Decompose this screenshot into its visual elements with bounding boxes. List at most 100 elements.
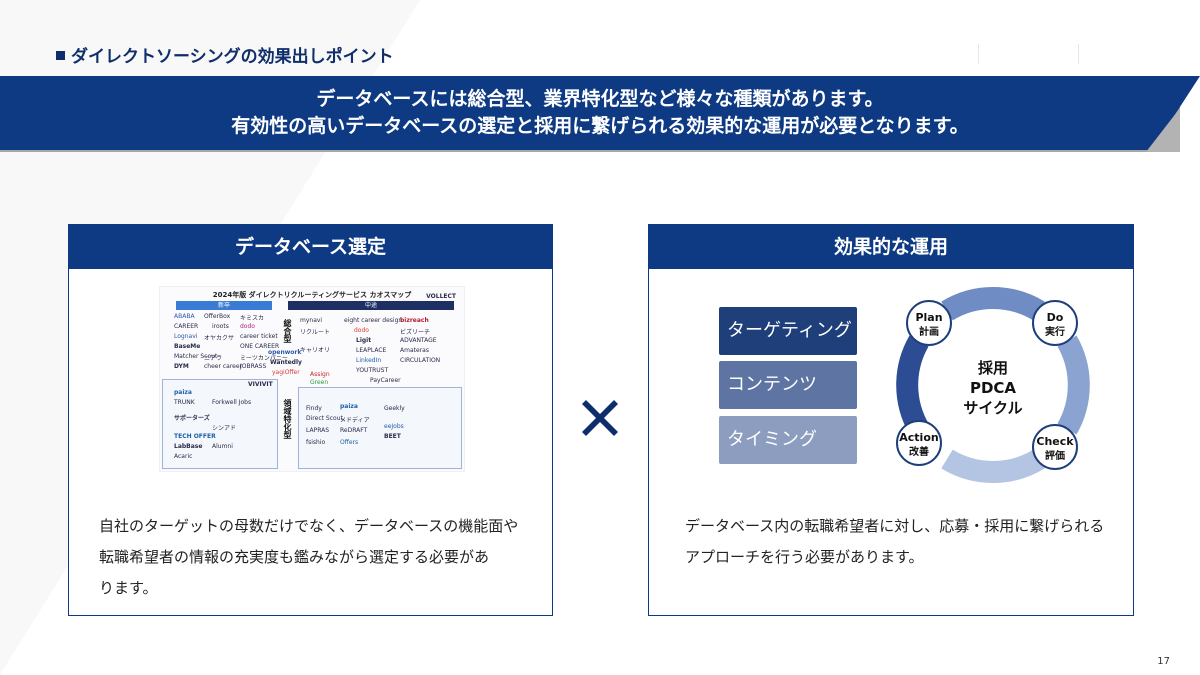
banner-line-1: データベースには総合型、業界特化型など様々な種類があります。: [316, 88, 884, 110]
plan-label-jp: 計画: [919, 325, 939, 338]
logo: Assign: [310, 371, 330, 378]
action-label-en: Action: [899, 431, 938, 444]
do-label-en: Do: [1047, 311, 1064, 324]
logo: Matcher Scout: [174, 353, 218, 360]
card-title: データベース選定: [69, 225, 552, 269]
logo: サポーターズ: [174, 415, 210, 422]
chaos-map-image: 2024年版 ダイレクトリクルーティングサービス カオスマップ VOLLECT …: [159, 286, 465, 472]
card-title: 効果的な運用: [649, 225, 1133, 269]
logo: CAREER: [174, 323, 199, 330]
text-line: アプローチを行う必要があります。: [685, 548, 924, 566]
logo: cheer career: [204, 363, 243, 370]
logo: LEAPLACE: [356, 347, 387, 354]
cycle-center-line-2: PDCA: [970, 379, 1016, 397]
logo: Wantedly: [270, 359, 302, 366]
logo: Findy: [306, 405, 322, 412]
logo: キャリオリ: [300, 347, 331, 354]
industry-zone-new: [162, 379, 278, 469]
logo: eight career design: [344, 317, 403, 324]
logo: LabBase: [174, 443, 203, 450]
logo: paiza: [174, 389, 192, 396]
logo: Green: [310, 379, 329, 386]
database-selection-card: データベース選定 2024年版 ダイレクトリクルーティングサービス カオスマップ…: [68, 224, 553, 616]
logo: シンアド: [212, 425, 237, 432]
banner-line-2: 有効性の高いデータベースの選定と採用に繋げられる効果的な運用が必要となります。: [231, 115, 969, 137]
header-divider: [1078, 44, 1079, 64]
logo: mynavi: [300, 317, 323, 324]
logo: ABABA: [174, 313, 195, 320]
section-title: ダイレクトソーシングの効果出しポイント: [56, 42, 394, 67]
logo: ReDRAFT: [340, 427, 368, 434]
logo: yagiOffer: [272, 369, 300, 376]
banner-corner-accent: [1146, 108, 1180, 152]
logo: dodo: [240, 323, 255, 330]
logo: Direct Scout: [306, 415, 343, 422]
logo: LAPRAS: [306, 427, 330, 434]
logo: openwork: [268, 349, 302, 356]
plan-node: [906, 300, 952, 346]
text-line: 自社のターゲットの母数だけでなく、データベースの機能面や: [99, 517, 519, 535]
logo: Alumni: [212, 443, 233, 450]
logo: キミスカ: [240, 315, 265, 322]
logo: LinkedIn: [356, 357, 382, 364]
logo: YOUTRUST: [356, 367, 389, 374]
text-line: 転職希望者の情報の充実度も鑑みながら選定する必要があ: [99, 548, 490, 566]
plan-label-en: Plan: [915, 311, 942, 324]
square-bullet-icon: [56, 51, 65, 60]
cycle-arc-right: [1057, 335, 1090, 435]
logo: ADVANTAGE: [400, 337, 437, 344]
logo: bizreach: [400, 317, 429, 324]
text-line: データベース内の転職希望者に対し、応募・採用に繋げられる: [685, 517, 1105, 535]
cycle-arc-left: [896, 335, 929, 435]
cycle-arc-bottom: [941, 449, 1045, 483]
pdca-cycle-diagram: Plan 計画 Do 実行 Check 評価 Action 改善 採用 PDCA…: [896, 287, 1090, 483]
logo: VIVIVIT: [248, 381, 273, 388]
pill-timing: タイミング: [719, 416, 857, 464]
text-line: ります。: [99, 579, 158, 597]
logo: eeJobs: [384, 423, 404, 430]
logo: fsishio: [306, 439, 326, 446]
logo: ビズリーチ: [400, 329, 431, 336]
logo: ニアラ: [204, 355, 223, 362]
logo: Amateras: [400, 347, 429, 354]
tag-new-grad: 新卒: [176, 301, 272, 310]
label-general-type: 総合型: [283, 319, 292, 343]
do-label-jp: 実行: [1045, 325, 1065, 338]
logo: ONE CAREER: [240, 343, 280, 350]
multiply-icon: [582, 400, 618, 436]
headline-banner: データベースには総合型、業界特化型など様々な種類があります。 有効性の高いデータ…: [0, 76, 1200, 150]
logo: iroots: [212, 323, 229, 330]
logo: リクルート: [300, 329, 330, 336]
logo: TRUNK: [174, 399, 195, 406]
logo: Ligit: [356, 337, 372, 344]
header-divider: [978, 44, 979, 64]
effective-operation-card: 効果的な運用 ターゲティング コンテンツ タイミング Plan 計画 Do 実行…: [648, 224, 1134, 616]
tag-mid-career: 中途: [288, 301, 454, 310]
pill-contents: コンテンツ: [719, 361, 857, 409]
logo: Forkwell Jobs: [212, 399, 252, 406]
cycle-center-line-3: サイクル: [963, 399, 1022, 417]
do-node: [1032, 300, 1078, 346]
logo: DYM: [174, 363, 189, 370]
logo: オヤカクサ: [204, 335, 235, 342]
chaos-map-title: 2024年版 ダイレクトリクルーティングサービス カオスマップ: [212, 291, 412, 299]
page-number: 17: [1157, 656, 1170, 667]
logo: BaseMe: [174, 343, 201, 350]
label-industry-type: 領域特化型: [283, 399, 292, 439]
logo: dodo: [354, 327, 369, 334]
operation-description: データベース内の転職希望者に対し、応募・採用に繋げられる アプローチを行う必要が…: [685, 511, 1104, 573]
section-title-text: ダイレクトソーシングの効果出しポイント: [71, 47, 394, 67]
logo: JOBRASS: [240, 363, 267, 370]
chaos-map-credit: VOLLECT: [426, 293, 456, 300]
industry-zone-mid: [298, 387, 462, 469]
selection-description: 自社のターゲットの母数だけでなく、データベースの機能面や 転職希望者の情報の充実…: [99, 511, 518, 604]
check-label-en: Check: [1036, 435, 1074, 448]
check-node: [1032, 424, 1078, 470]
logo: PayCareer: [370, 377, 401, 384]
logo: Acaric: [174, 453, 193, 460]
logo: CIRCULATION: [400, 357, 441, 364]
action-label-jp: 改善: [909, 445, 929, 458]
logo: BEET: [384, 433, 401, 440]
logo: Offers: [340, 439, 359, 446]
logo: ミーツカンパニー: [240, 355, 288, 362]
